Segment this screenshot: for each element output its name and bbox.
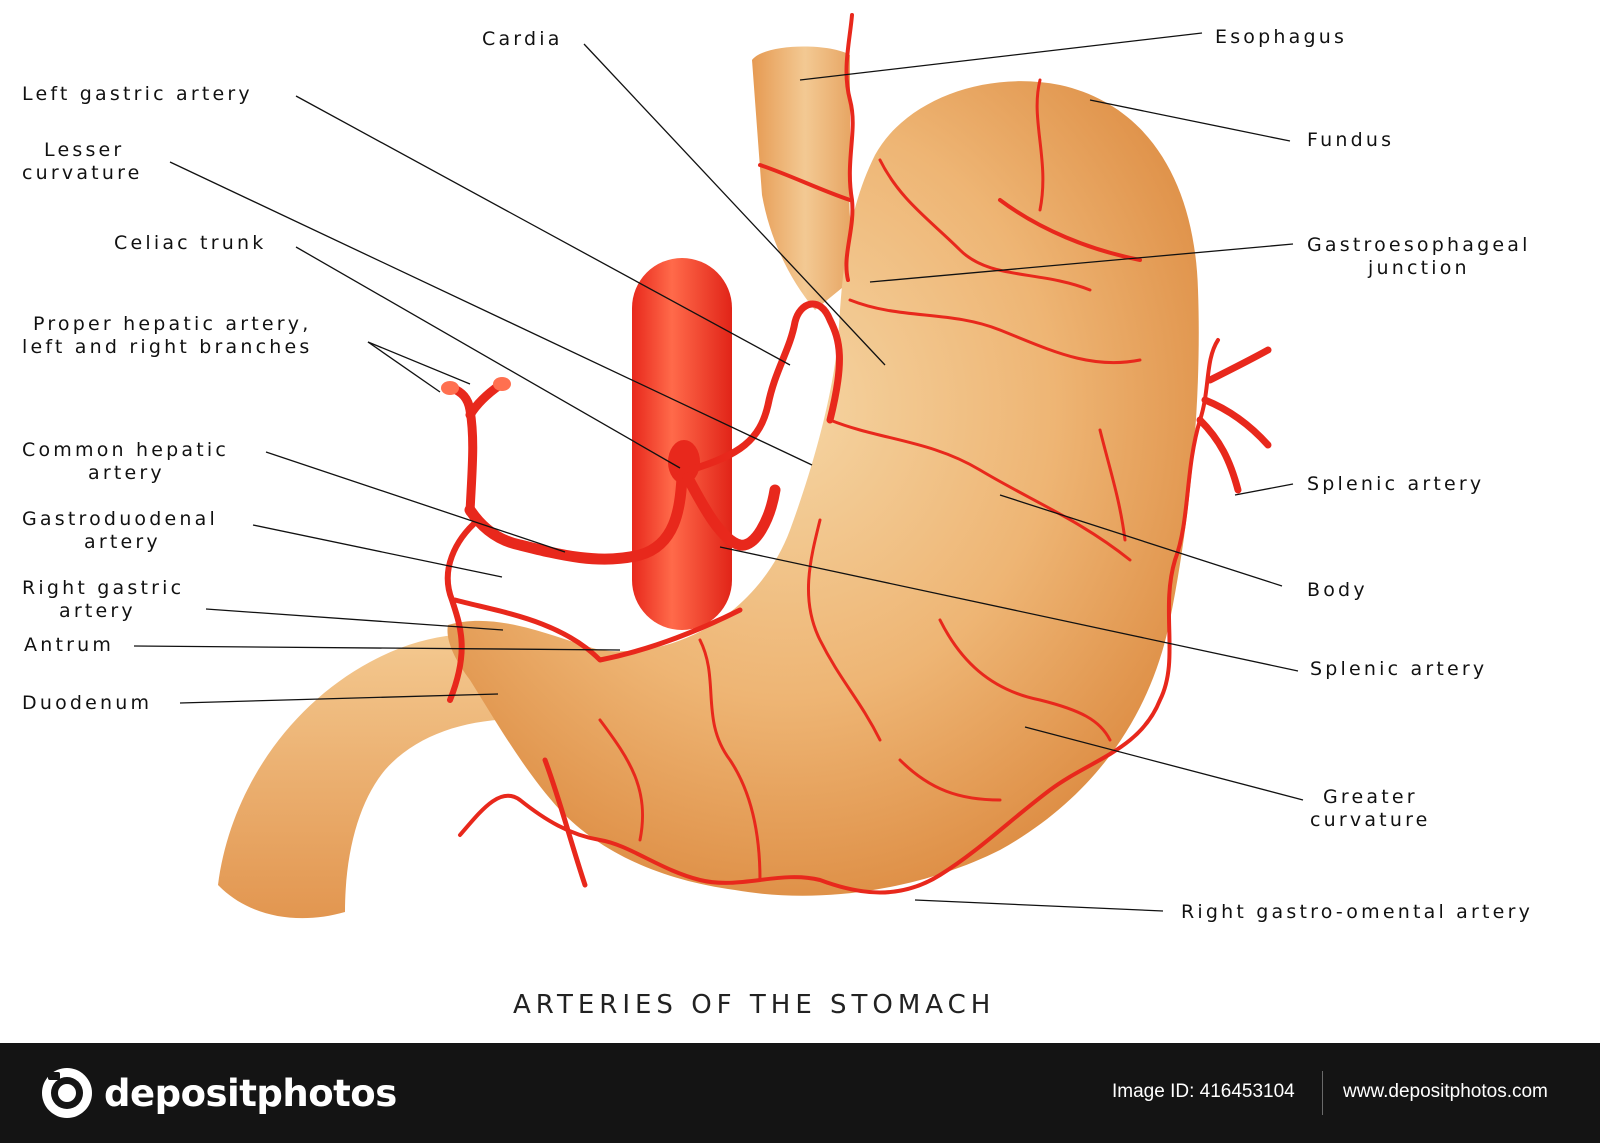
label-greater-curvature-line2: curvature [1310, 809, 1431, 831]
splenic-artery-upper-leader [1235, 484, 1293, 495]
label-left-gastric-artery: Left gastric artery [22, 83, 253, 105]
camera-logo-icon [40, 1066, 94, 1120]
brand-name: depositphotos [104, 1072, 397, 1115]
label-esophagus: Esophagus [1215, 26, 1347, 48]
hepatic-branch-right-end [493, 377, 511, 391]
labels-left: Cardia Left gastric artery Lesser curvat… [22, 28, 563, 714]
label-splenic-artery-lower: Splenic artery [1310, 658, 1487, 680]
label-proper-hepatic-line1: Proper hepatic artery, [33, 313, 311, 335]
label-gastroesophageal-line2: junction [1367, 257, 1470, 279]
site-url-link[interactable]: www.depositphotos.com [1343, 1081, 1548, 1103]
label-celiac-trunk: Celiac trunk [114, 232, 266, 254]
label-common-hepatic-line2: artery [88, 462, 165, 484]
label-common-hepatic-line1: Common hepatic [22, 439, 229, 461]
image-id-text: Image ID: 416453104 [1112, 1081, 1295, 1103]
label-fundus: Fundus [1307, 129, 1394, 151]
label-gastroesophageal-line1: Gastroesophageal [1307, 234, 1531, 256]
celiac-trunk-leader [296, 247, 680, 468]
label-greater-curvature-line1: Greater [1323, 786, 1418, 808]
label-lesser-curvature-line2: curvature [22, 162, 143, 184]
brand-logo[interactable]: depositphotos [40, 1065, 397, 1121]
label-duodenum: Duodenum [22, 692, 152, 714]
label-right-gastric-line2: artery [59, 600, 136, 622]
label-gastroduodenal-line2: artery [84, 531, 161, 553]
label-body: Body [1307, 579, 1368, 601]
label-gastroduodenal-line1: Gastroduodenal [22, 508, 218, 530]
label-lesser-curvature-line1: Lesser [44, 139, 124, 161]
footer-bar: depositphotos Image ID: 416453104 www.de… [0, 1043, 1600, 1143]
left-gastric-leader [296, 96, 790, 365]
diagram-title: ARTERIES OF THE STOMACH [513, 990, 995, 1020]
footer-divider [1322, 1071, 1323, 1115]
label-cardia: Cardia [482, 28, 563, 50]
label-proper-hepatic-line2: left and right branches [22, 336, 313, 358]
esophagus-leader [800, 33, 1202, 80]
label-antrum: Antrum [24, 634, 114, 656]
right-gastro-omental-leader [915, 900, 1163, 911]
hepatic-branch-left-end [441, 381, 459, 395]
label-splenic-artery-upper: Splenic artery [1307, 473, 1484, 495]
label-right-gastro-omental: Right gastro-omental artery [1181, 901, 1533, 923]
label-right-gastric-line1: Right gastric [22, 577, 184, 599]
